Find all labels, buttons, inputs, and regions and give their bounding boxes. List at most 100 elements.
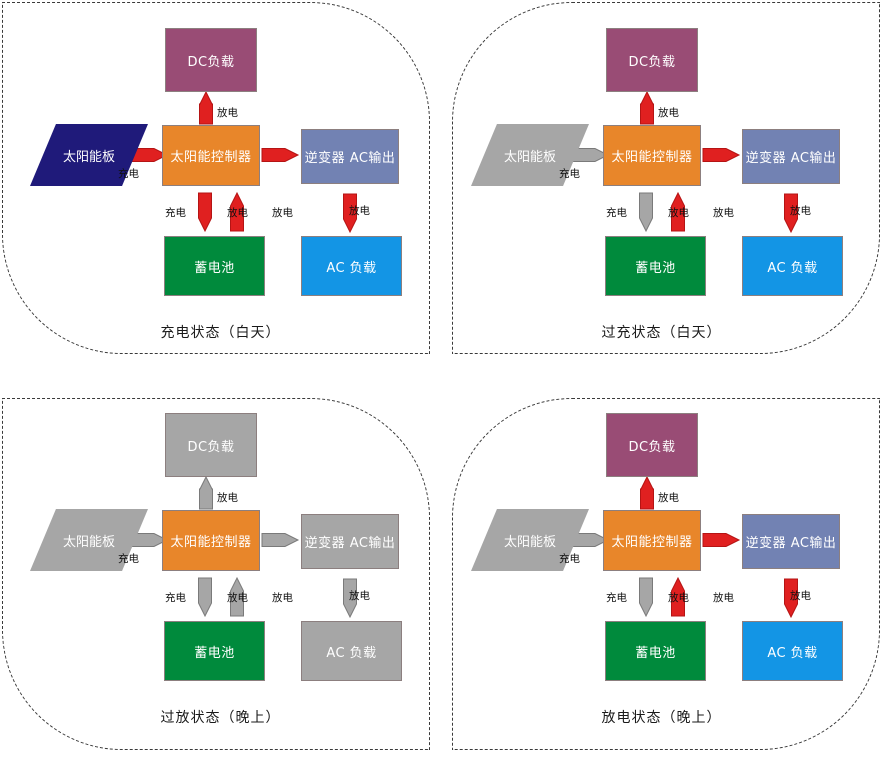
- arrow-ctrl-to-bat-icon: [639, 577, 653, 618]
- battery-label: 蓄电池: [635, 645, 676, 661]
- ac-load-box[interactable]: AC 负载: [301, 236, 402, 296]
- edge-label-ctrl-to-inv: 放电: [272, 592, 293, 604]
- edge-label-ctrl-to-inv: 放电: [272, 207, 293, 219]
- edge-label-ctrl-to-bat: 充电: [606, 207, 627, 219]
- edge-label-pv-to-ctrl: 充电: [559, 553, 580, 565]
- ac-load-box[interactable]: AC 负载: [742, 236, 843, 296]
- solar-controller-label: 太阳能控制器: [611, 150, 693, 165]
- battery-box[interactable]: 蓄电池: [164, 621, 265, 681]
- dc-load-box[interactable]: DC负载: [606, 413, 698, 477]
- inverter-box[interactable]: 逆变器 AC输出: [301, 129, 399, 184]
- solar-panel-label: 太阳能板: [503, 534, 556, 550]
- battery-box[interactable]: 蓄电池: [605, 621, 706, 681]
- inverter-box[interactable]: 逆变器 AC输出: [301, 514, 399, 569]
- inverter-label: 逆变器 AC输出: [304, 151, 396, 166]
- quadrant-caption: 过充状态（白天）: [601, 325, 722, 341]
- edge-label-ctrl-to-bat: 充电: [165, 207, 186, 219]
- arrow-ctrl-to-inv-icon: [702, 148, 741, 162]
- arrow-ctrl-to-dc-icon: [199, 475, 213, 510]
- solar-panel-label: 太阳能板: [503, 149, 556, 165]
- edge-label-pv-to-ctrl: 充电: [118, 553, 139, 565]
- arrow-inv-to-ac-icon: [784, 193, 798, 234]
- dc-load-label: DC负载: [187, 54, 235, 70]
- quadrant-caption: 放电状态（晚上）: [601, 710, 722, 726]
- edge-label-ctrl-to-dc: 放电: [217, 107, 238, 119]
- flow-arrows: [569, 90, 798, 234]
- dc-load-label: DC负载: [187, 439, 235, 455]
- arrow-inv-to-ac-icon: [784, 578, 798, 619]
- quadrant-caption: 充电状态（白天）: [160, 325, 281, 341]
- flow-arrows: [569, 475, 798, 619]
- inverter-label: 逆变器 AC输出: [745, 536, 837, 551]
- solar-controller-label: 太阳能控制器: [170, 535, 252, 550]
- ac-load-label: AC 负载: [326, 645, 377, 661]
- flow-arrows: [128, 475, 357, 619]
- solar-controller-label: 太阳能控制器: [170, 150, 252, 165]
- edge-label-pv-to-ctrl: 充电: [559, 168, 580, 180]
- arrow-inv-to-ac-icon: [343, 578, 357, 619]
- arrow-bat-to-ctrl-icon: [230, 576, 244, 617]
- edge-label-inv-to-ac: 放电: [349, 590, 370, 602]
- arrow-bat-to-ctrl-icon: [230, 191, 244, 232]
- dc-load-box[interactable]: DC负载: [606, 28, 698, 92]
- arrow-inv-to-ac-icon: [343, 193, 357, 234]
- flow-arrows: [128, 90, 357, 234]
- edge-label-inv-to-ac: 放电: [790, 205, 811, 217]
- quadrant-frame-q1: [2, 2, 430, 354]
- arrow-bat-to-ctrl-icon: [671, 191, 685, 232]
- arrow-ctrl-to-bat-icon: [639, 192, 653, 233]
- dc-load-box[interactable]: DC负载: [165, 413, 257, 477]
- battery-box[interactable]: 蓄电池: [164, 236, 265, 296]
- edge-label-ctrl-to-inv: 放电: [713, 207, 734, 219]
- dc-load-label: DC负载: [628, 439, 676, 455]
- quadrant-frame-q4: [452, 398, 880, 750]
- arrow-ctrl-to-inv-icon: [261, 148, 300, 162]
- solar-controller-label: 太阳能控制器: [611, 535, 693, 550]
- solar-panel-label: 太阳能板: [62, 534, 115, 550]
- edge-label-bat-to-ctrl: 放电: [227, 592, 248, 604]
- arrow-ctrl-to-dc-icon: [199, 90, 213, 125]
- inverter-label: 逆变器 AC输出: [745, 151, 837, 166]
- edge-label-ctrl-to-dc: 放电: [658, 492, 679, 504]
- quadrant-frame-q3: [2, 398, 430, 750]
- arrow-ctrl-to-dc-icon: [640, 475, 654, 510]
- inverter-box[interactable]: 逆变器 AC输出: [742, 129, 840, 184]
- edge-label-bat-to-ctrl: 放电: [668, 592, 689, 604]
- solar-controller-box[interactable]: 太阳能控制器: [603, 125, 701, 186]
- edge-label-inv-to-ac: 放电: [349, 205, 370, 217]
- edge-label-ctrl-to-bat: 充电: [606, 592, 627, 604]
- battery-label: 蓄电池: [635, 260, 676, 276]
- inverter-label: 逆变器 AC输出: [304, 536, 396, 551]
- edge-label-bat-to-ctrl: 放电: [668, 207, 689, 219]
- battery-label: 蓄电池: [194, 645, 235, 661]
- battery-label: 蓄电池: [194, 260, 235, 276]
- arrow-ctrl-to-dc-icon: [640, 90, 654, 125]
- solar-controller-box[interactable]: 太阳能控制器: [603, 510, 701, 571]
- ac-load-label: AC 负载: [767, 645, 818, 661]
- solar-controller-box[interactable]: 太阳能控制器: [162, 125, 260, 186]
- ac-load-label: AC 负载: [767, 260, 818, 276]
- arrow-ctrl-to-bat-icon: [198, 577, 212, 618]
- edge-label-ctrl-to-dc: 放电: [658, 107, 679, 119]
- ac-load-label: AC 负载: [326, 260, 377, 276]
- solar-controller-box[interactable]: 太阳能控制器: [162, 510, 260, 571]
- dc-load-box[interactable]: DC负载: [165, 28, 257, 92]
- dc-load-label: DC负载: [628, 54, 676, 70]
- edge-label-ctrl-to-dc: 放电: [217, 492, 238, 504]
- ac-load-box[interactable]: AC 负载: [742, 621, 843, 681]
- arrow-bat-to-ctrl-icon: [671, 576, 685, 617]
- quadrant-caption: 过放状态（晚上）: [160, 710, 281, 726]
- battery-box[interactable]: 蓄电池: [605, 236, 706, 296]
- edge-label-ctrl-to-inv: 放电: [713, 592, 734, 604]
- solar-panel-label: 太阳能板: [62, 149, 115, 165]
- edge-label-ctrl-to-bat: 充电: [165, 592, 186, 604]
- inverter-box[interactable]: 逆变器 AC输出: [742, 514, 840, 569]
- ac-load-box[interactable]: AC 负载: [301, 621, 402, 681]
- quadrant-frame-q2: [452, 2, 880, 354]
- arrow-ctrl-to-bat-icon: [198, 192, 212, 233]
